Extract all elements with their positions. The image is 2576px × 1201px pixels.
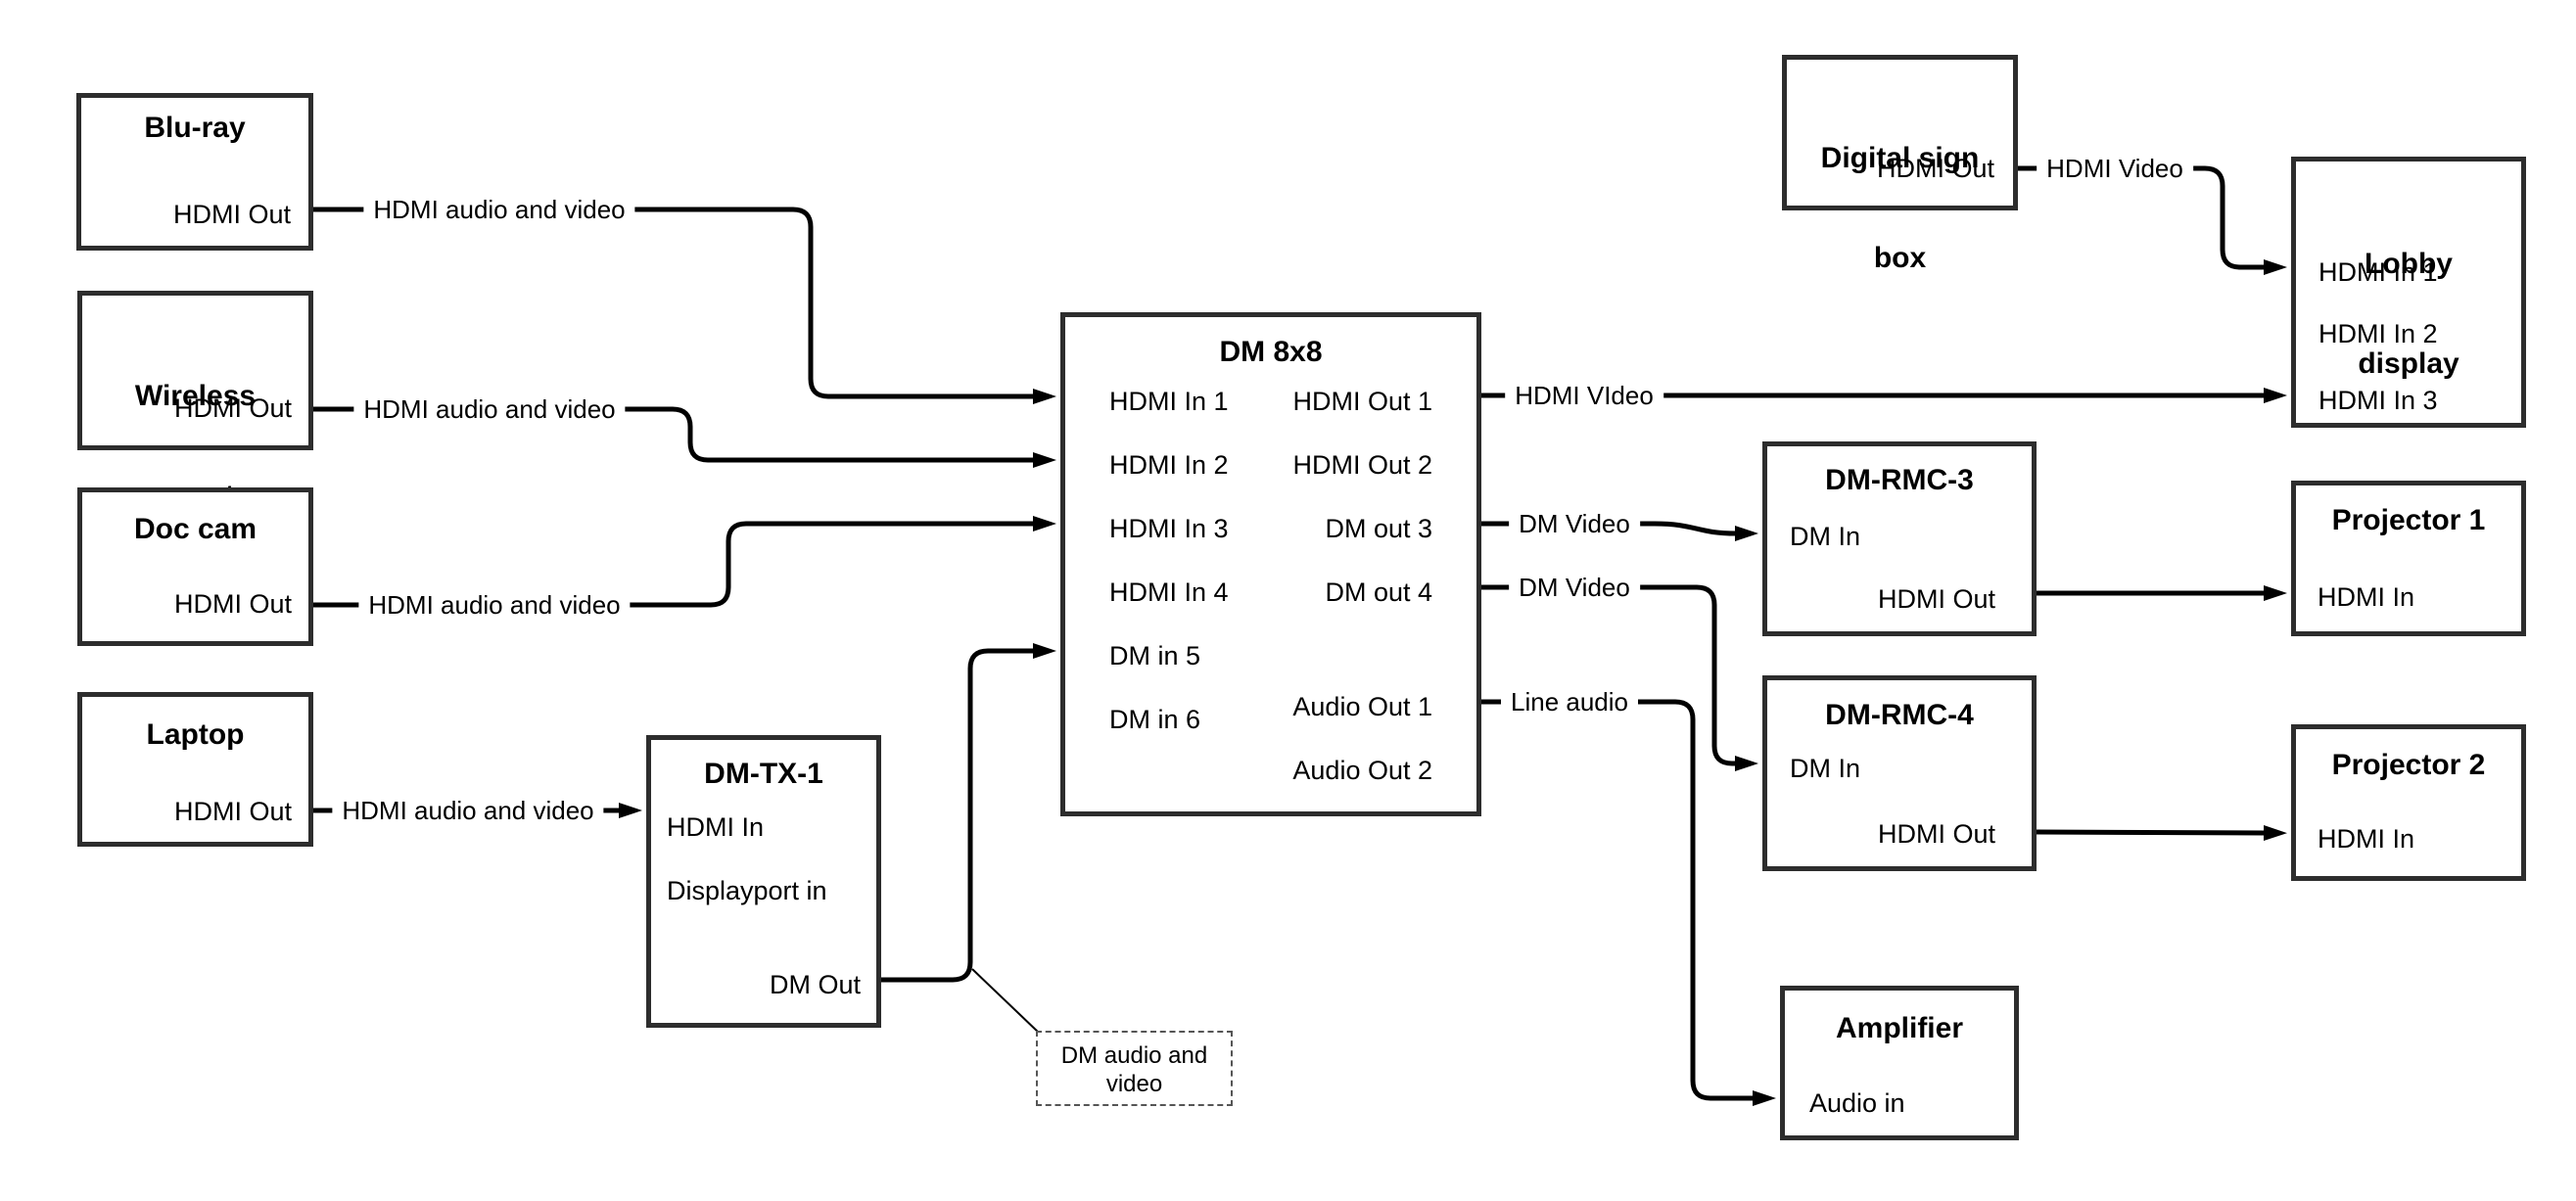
node-title: DM 8x8 — [1219, 336, 1323, 368]
wire-label-sign-hdmi-video: HDMI Video — [2037, 154, 2193, 183]
port-dm8x8-audio-out-2: Audio Out 2 — [1292, 756, 1432, 785]
node-title: Projector 2 — [2331, 749, 2486, 781]
node-title: DM-TX-1 — [704, 758, 823, 790]
node-laptop: Laptop HDMI Out — [77, 692, 313, 847]
wire-label-line-audio: Line audio — [1501, 687, 1638, 716]
node-dm-tx-1: DM-TX-1 HDMI In Displayport in DM Out — [646, 735, 881, 1028]
port-dm8x8-hdmi-out-2: HDMI Out 2 — [1292, 450, 1432, 480]
note-dm-audio-and-video: DM audio and video — [1036, 1031, 1233, 1106]
wire-label-wireless-hdmi: HDMI audio and video — [353, 394, 626, 424]
wire-dm8x8-out4-to-rmc4 — [1481, 584, 1758, 771]
wire-dm8x8-out3-to-rmc3 — [1481, 521, 1758, 541]
node-doc-cam: Doc cam HDMI Out — [77, 487, 313, 646]
port-dm8x8-hdmi-out-1: HDMI Out 1 — [1292, 387, 1432, 416]
port-dm8x8-dm-in-5: DM in 5 — [1109, 641, 1201, 670]
node-title: Digital sign box — [1820, 142, 1980, 274]
port-bluray-hdmi-out: HDMI Out — [172, 200, 291, 229]
wire-doccam-to-dm8x8-in3 — [313, 516, 1056, 608]
port-dm8x8-hdmi-in-2: HDMI In 2 — [1109, 450, 1229, 480]
node-title: DM-RMC-4 — [1825, 699, 1974, 731]
wire-wireless-to-dm8x8-in2 — [313, 406, 1056, 468]
port-dmtx1-dm-out: DM Out — [769, 970, 861, 999]
port-dm8x8-dm-out-4: DM out 4 — [1325, 577, 1432, 607]
wire-label-laptop-hdmi: HDMI audio and video — [332, 796, 604, 825]
port-dm8x8-hdmi-in-1: HDMI In 1 — [1109, 387, 1229, 416]
node-dm-rmc-4: DM-RMC-4 DM In HDMI Out — [1762, 675, 2037, 871]
port-dmtx1-displayport-in: Displayport in — [667, 876, 827, 905]
node-projector-1: Projector 1 HDMI In — [2291, 481, 2526, 636]
port-dm8x8-dm-out-3: DM out 3 — [1325, 514, 1432, 543]
port-rmc4-dm-in: DM In — [1790, 754, 1861, 783]
node-dm-8x8-matrix: DM 8x8 HDMI In 1 HDMI In 2 HDMI In 3 HDM… — [1060, 312, 1481, 816]
node-title: Amplifier — [1835, 1012, 1964, 1044]
port-proj2-hdmi-in: HDMI In — [2318, 824, 2415, 854]
node-title: Projector 1 — [2331, 504, 2486, 536]
port-doccam-hdmi-out: HDMI Out — [173, 589, 292, 619]
node-dm-rmc-3: DM-RMC-3 DM In HDMI Out — [1762, 441, 2037, 636]
port-dm8x8-hdmi-in-4: HDMI In 4 — [1109, 577, 1229, 607]
node-title: Blu-ray — [144, 112, 246, 144]
port-digitalsign-hdmi-out: HDMI Out — [1876, 154, 1994, 183]
port-amplifier-audio-in: Audio in — [1809, 1088, 1905, 1118]
wire-label-out4-dm-video: DM Video — [1509, 573, 1640, 602]
wire-label-out3-dm-video: DM Video — [1509, 509, 1640, 538]
wire-label-out1-hdmi-video: HDMI VIdeo — [1505, 381, 1663, 410]
wire-dmtx1-to-dm8x8-in5 — [881, 643, 1056, 983]
port-rmc3-hdmi-out: HDMI Out — [1877, 584, 1995, 614]
node-title: DM-RMC-3 — [1825, 464, 1974, 496]
port-lobby-hdmi-in-3: HDMI In 3 — [2318, 386, 2438, 415]
port-dm8x8-hdmi-in-3: HDMI In 3 — [1109, 514, 1229, 543]
node-amplifier: Amplifier Audio in — [1780, 986, 2019, 1140]
port-lobby-hdmi-in-2: HDMI In 2 — [2318, 319, 2438, 348]
wire-dm8x8-aout1-to-amplifier — [1481, 699, 1776, 1106]
wire-bluray-to-dm8x8-in1 — [313, 207, 1056, 404]
node-wireless-presenter: Wireless presenter HDMI Out — [77, 291, 313, 512]
port-wireless-hdmi-out: HDMI Out — [173, 393, 292, 423]
wire-label-bluray-hdmi: HDMI audio and video — [363, 195, 635, 224]
wire-rmc4-to-proj2 — [2036, 824, 2287, 841]
port-dmtx1-hdmi-in: HDMI In — [667, 812, 765, 842]
port-laptop-hdmi-out: HDMI Out — [173, 797, 292, 826]
note-leader-line — [971, 968, 1041, 1035]
node-projector-2: Projector 2 HDMI In — [2291, 724, 2526, 881]
port-proj1-hdmi-in: HDMI In — [2318, 582, 2415, 612]
node-lobby-display: Lobby display HDMI In 1 HDMI In 2 HDMI I… — [2291, 157, 2526, 428]
port-dm8x8-audio-out-1: Audio Out 1 — [1292, 692, 1432, 721]
port-rmc4-hdmi-out: HDMI Out — [1877, 819, 1995, 849]
wire-label-doccam-hdmi: HDMI audio and video — [358, 590, 631, 620]
node-digital-sign-box: Digital sign box HDMI Out — [1782, 55, 2018, 274]
node-bluray: Blu-ray HDMI Out — [76, 93, 313, 251]
wire-digitalsign-to-lobby-in1 — [2018, 165, 2287, 275]
node-title: Laptop — [146, 718, 245, 751]
port-dm8x8-dm-in-6: DM in 6 — [1109, 705, 1201, 734]
port-rmc3-dm-in: DM In — [1790, 522, 1861, 551]
node-title: Lobby display — [2358, 248, 2459, 380]
port-lobby-hdmi-in-1: HDMI In 1 — [2318, 257, 2438, 287]
node-title: Doc cam — [133, 513, 258, 545]
